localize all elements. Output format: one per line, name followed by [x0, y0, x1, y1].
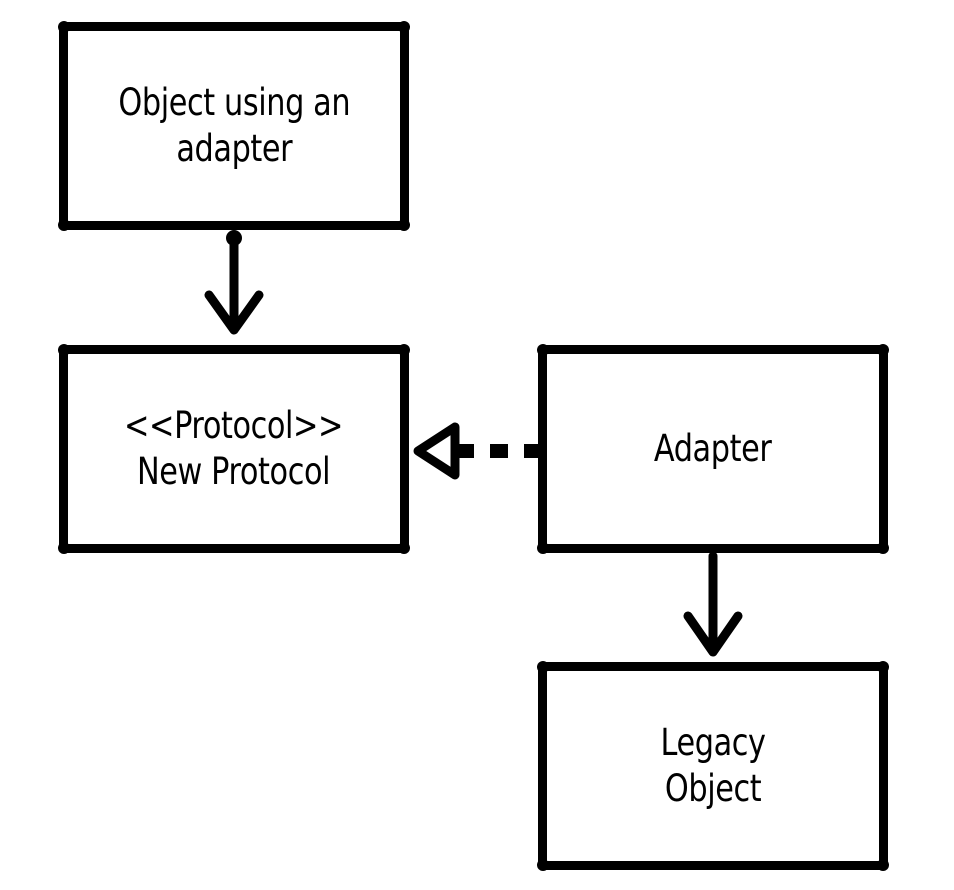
node-label: Adapter: [654, 426, 772, 472]
node-label-line: Legacy: [660, 721, 766, 764]
node-label-line: New Protocol: [137, 450, 331, 493]
node-legacy-object: Legacy Object: [537, 661, 889, 871]
node-new-protocol: <<Protocol>> New Protocol: [58, 344, 410, 554]
edge-adapter-to-legacy: [683, 551, 743, 657]
node-object-using-adapter: Object using an adapter: [58, 21, 410, 231]
node-label-line: adapter: [176, 127, 292, 170]
node-label: <<Protocol>> New Protocol: [124, 403, 343, 495]
node-label-line: <<Protocol>>: [124, 404, 344, 447]
node-label: Object using an adapter: [118, 80, 350, 172]
node-adapter: Adapter: [537, 344, 889, 554]
node-label: Legacy Object: [660, 720, 765, 812]
node-label-line: Object using an: [118, 81, 350, 124]
edge-adapter-to-protocol: [413, 422, 542, 480]
node-label-line: Object: [664, 767, 762, 810]
edge-client-to-protocol: [204, 230, 264, 335]
node-label-line: Adapter: [654, 427, 772, 470]
